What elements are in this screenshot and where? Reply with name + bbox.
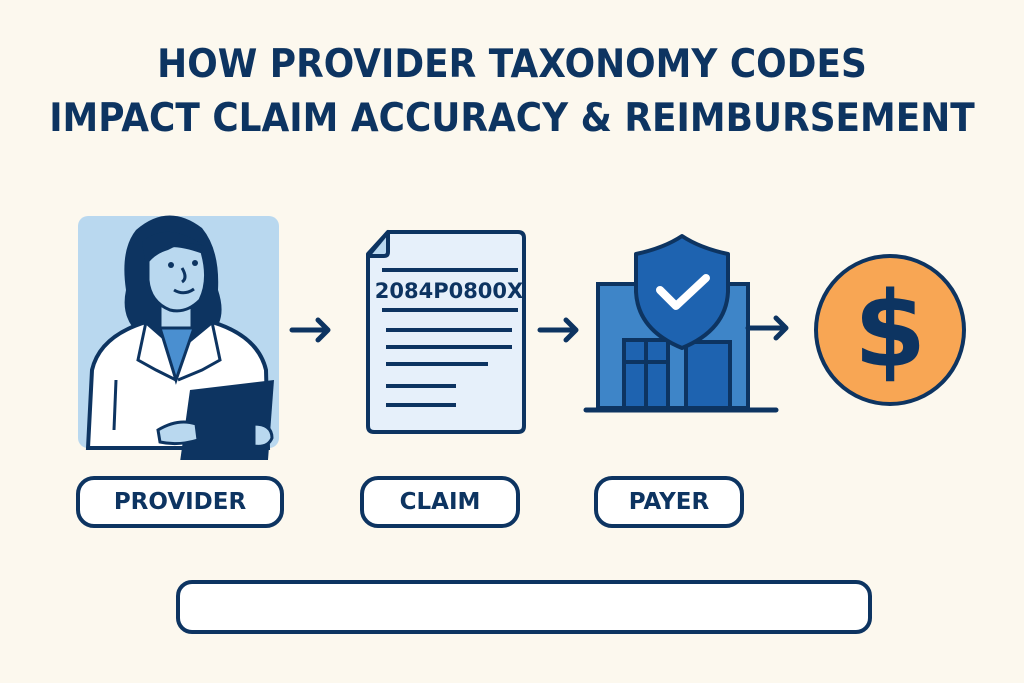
doctor-with-tablet-icon (78, 215, 279, 460)
title-line-1: HOW PROVIDER TAXONOMY CODES (157, 42, 867, 87)
claim-label: CLAIM (360, 476, 520, 528)
title-line-2: IMPACT CLAIM ACCURACY & REIMBURSEMENT (49, 96, 975, 141)
claim-label-text: CLAIM (399, 489, 481, 515)
provider-label-text: PROVIDER (113, 489, 247, 515)
dollar-coin-icon: $ (814, 254, 966, 406)
arrow-right-icon (289, 317, 331, 343)
payer-label: PAYER (594, 476, 744, 528)
payer-label-text: PAYER (628, 489, 710, 515)
dollar-symbol: $ (854, 269, 926, 391)
payer-building-shield-icon (583, 234, 789, 413)
claim-document-icon: 2084P0800X (366, 230, 526, 434)
bottom-banner (176, 580, 872, 634)
taxonomy-code: 2084P0800X (375, 279, 523, 303)
provider-label: PROVIDER (76, 476, 284, 528)
page-title: HOW PROVIDER TAXONOMY CODES IMPACT CLAIM… (41, 38, 983, 146)
arrow-right-icon (537, 317, 579, 343)
